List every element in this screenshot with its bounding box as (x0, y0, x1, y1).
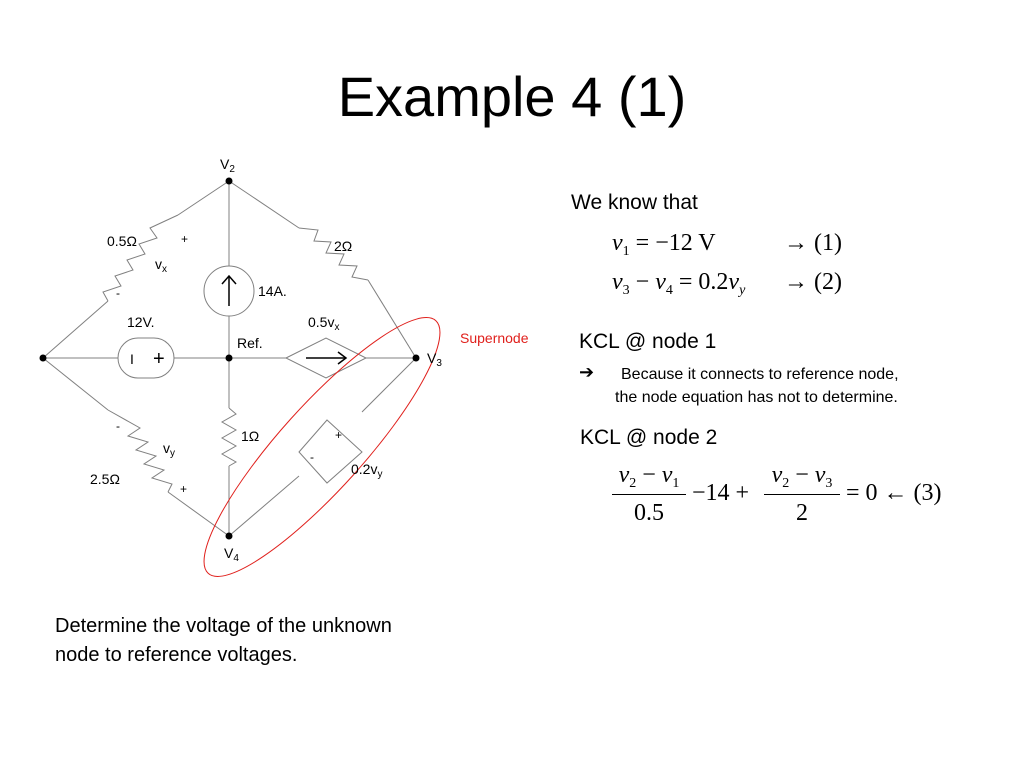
vx-plus: + (181, 232, 188, 246)
footer-line-2: node to reference voltages. (55, 644, 298, 666)
node-v2-dot (225, 177, 233, 185)
vy-label: vy (163, 440, 175, 459)
wire-r4-v4 (167, 491, 230, 537)
voltage-source-symbol (117, 337, 175, 379)
current-source-label: 14A. (258, 283, 287, 299)
we-know-text: We know that (571, 191, 698, 214)
resistor-center-label: 1Ω (241, 428, 259, 444)
dependent-current-source-label: 0.5vx (308, 314, 339, 333)
supernode-ellipse (203, 317, 441, 577)
wire-v4-dvs (228, 475, 300, 537)
eq3-fraction-bar-2 (764, 494, 840, 495)
node-ref-dot (225, 354, 233, 362)
equation-2-tag: → (2) (784, 269, 842, 295)
ref-label: Ref. (237, 335, 263, 351)
kcl-node1-note-line2: the node equation has not to determine. (615, 389, 898, 406)
vx-minus: - (116, 286, 120, 300)
wire-node1-r4 (42, 357, 109, 411)
dependent-voltage-source-minus: - (310, 450, 314, 464)
resistor-center (220, 407, 238, 467)
wire-dvs-v3 (361, 357, 417, 413)
eq3-fraction-bar-1 (612, 494, 686, 495)
wire-r1-node1 (42, 300, 109, 359)
dependent-voltage-source-label: 0.2vy (351, 461, 382, 480)
voltage-source-label: 12V. (127, 314, 155, 330)
eq3-denominator-1: 0.5 (634, 500, 664, 526)
resistor-top-right-label: 2Ω (334, 238, 352, 254)
resistor-bottom-left (107, 409, 173, 493)
resistor-top-left (102, 214, 179, 302)
kcl-node1-heading: KCL @ node 1 (579, 330, 717, 353)
node-v4-label: V4 (224, 545, 239, 564)
kcl-node1-note-line1: Because it connects to reference node, (621, 366, 899, 383)
vy-minus: - (116, 419, 120, 433)
wire-r2-v3 (367, 279, 417, 359)
eq3-denominator-2: 2 (796, 500, 808, 526)
wire-v2-r1 (177, 180, 230, 216)
current-source-arrow (221, 274, 237, 306)
equation-1: v1 = −12 V (612, 230, 716, 259)
arrow-icon: ➔ (579, 362, 595, 382)
dependent-current-source-arrow (306, 351, 348, 365)
equation-1-tag: → (1) (784, 230, 842, 256)
footer-line-1: Determine the voltage of the unknown (55, 615, 392, 637)
node-v3-label: V3 (427, 350, 442, 369)
resistor-bottom-left-label: 2.5Ω (90, 471, 120, 487)
dependent-voltage-source-plus: + (335, 428, 342, 442)
vx-label: vx (155, 256, 167, 275)
node-v2-label: V2 (220, 156, 235, 175)
voltage-source-minus-glyph: I (130, 351, 134, 367)
resistor-top-right (298, 227, 369, 281)
eq3-tail: = 0 ← (3) (846, 480, 942, 506)
supernode-label: Supernode (460, 330, 529, 346)
slide-title: Example 4 (1) (337, 65, 687, 128)
node-1-dot (39, 354, 47, 362)
node-v3-dot (412, 354, 420, 362)
voltage-source-plus-glyph: + (153, 348, 165, 370)
equation-2: v3 − v4 = 0.2vy (612, 269, 746, 298)
node-v4-dot (225, 532, 233, 540)
eq3-middle: −14 + (692, 480, 750, 506)
wire-v2-r2 (228, 180, 300, 229)
eq3-numerator-1: v2 − v1 (618, 462, 680, 491)
kcl-node2-heading: KCL @ node 2 (580, 426, 718, 449)
resistor-top-left-label: 0.5Ω (107, 233, 137, 249)
vy-plus: + (180, 482, 187, 496)
dependent-voltage-source-symbol (298, 419, 363, 484)
eq3-numerator-2: v2 − v3 (771, 462, 833, 491)
